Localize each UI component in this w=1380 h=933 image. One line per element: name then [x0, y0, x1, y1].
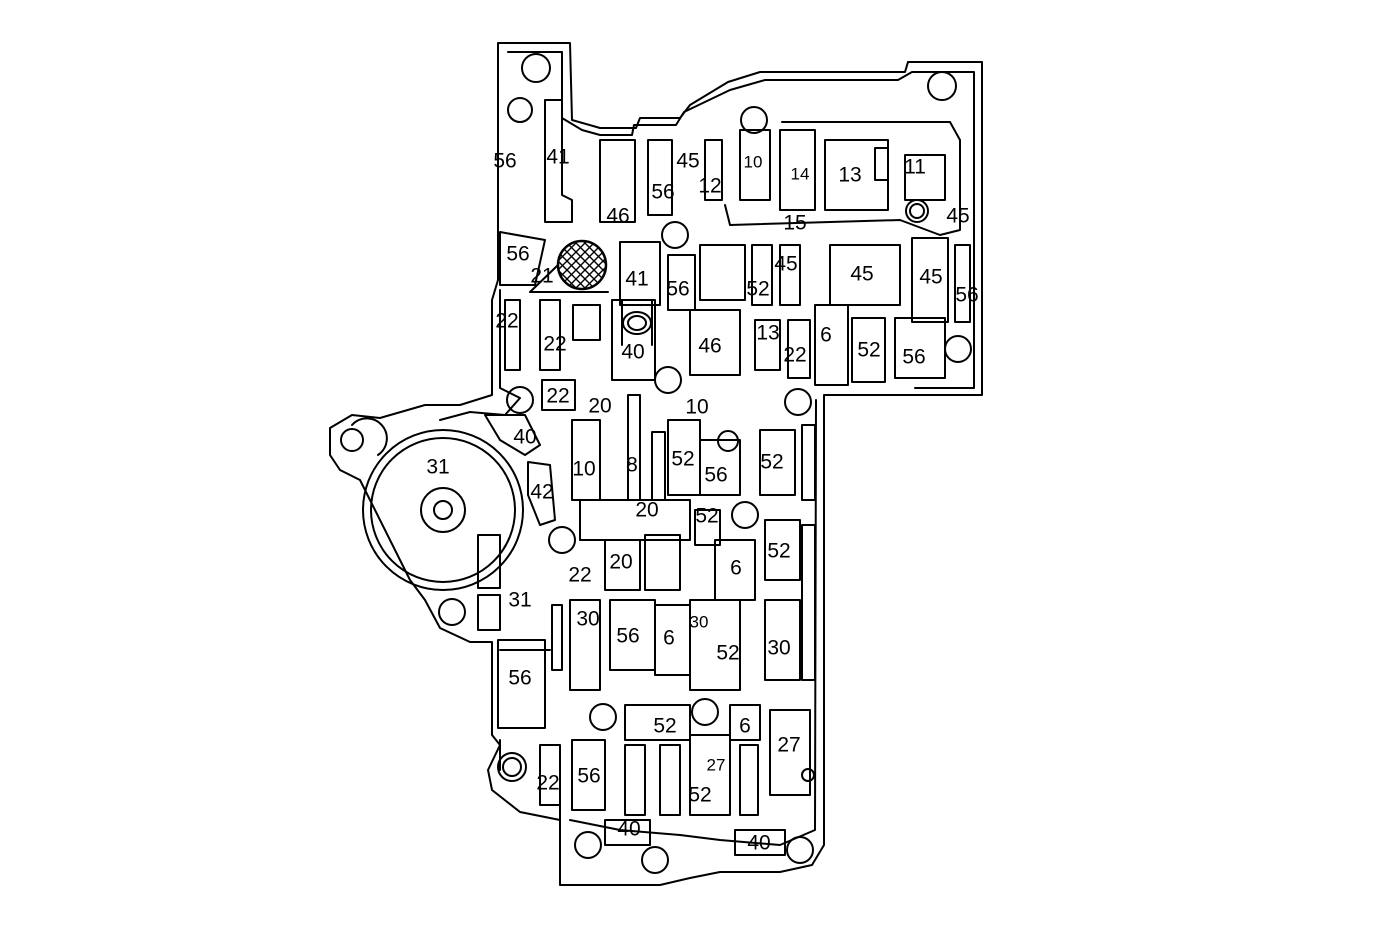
label-20: 20 — [609, 551, 632, 574]
label-42: 42 — [530, 481, 553, 504]
label-56: 56 — [651, 181, 674, 204]
label-40: 40 — [747, 832, 770, 855]
label-21: 21 — [530, 265, 553, 288]
label-14: 14 — [791, 164, 810, 183]
label-13: 13 — [756, 322, 779, 345]
label-40: 40 — [617, 818, 640, 841]
label-30: 30 — [576, 608, 599, 631]
label-56: 56 — [577, 765, 600, 788]
label-22: 22 — [495, 310, 518, 333]
label-8: 8 — [626, 454, 638, 477]
label-6: 6 — [730, 557, 742, 580]
label-12: 12 — [698, 175, 721, 198]
label-56: 56 — [616, 625, 639, 648]
label-46: 46 — [606, 205, 629, 228]
label-20: 20 — [635, 499, 658, 522]
label-40: 40 — [513, 426, 536, 449]
label-22: 22 — [543, 333, 566, 356]
label-52: 52 — [760, 451, 783, 474]
label-15: 15 — [783, 212, 806, 235]
label-10: 10 — [572, 458, 595, 481]
label-52: 52 — [653, 715, 676, 738]
label-52: 52 — [688, 784, 711, 807]
label-6: 6 — [820, 324, 832, 347]
label-41: 41 — [625, 268, 648, 291]
fluid-channels — [484, 99, 971, 856]
label-45: 45 — [946, 205, 969, 228]
label-45: 45 — [850, 263, 873, 286]
label-46: 46 — [698, 335, 721, 358]
label-52: 52 — [695, 505, 718, 528]
orifice — [621, 299, 653, 346]
label-40: 40 — [621, 341, 644, 364]
label-45: 45 — [774, 253, 797, 276]
label-30: 30 — [690, 612, 709, 631]
label-52: 52 — [767, 540, 790, 563]
label-56: 56 — [508, 667, 531, 690]
label-31: 31 — [426, 456, 449, 479]
passage-labels: 56 41 46 45 56 12 10 14 13 11 15 45 56 2… — [426, 146, 978, 855]
label-22: 22 — [783, 344, 806, 367]
label-22: 22 — [546, 385, 569, 408]
label-56: 56 — [955, 284, 978, 307]
label-27: 27 — [777, 734, 800, 757]
checkball — [529, 239, 609, 293]
label-20: 20 — [588, 395, 611, 418]
label-10: 10 — [744, 152, 763, 171]
label-10: 10 — [685, 396, 708, 419]
label-52: 52 — [857, 339, 880, 362]
label-22: 22 — [568, 564, 591, 587]
label-22: 22 — [536, 772, 559, 795]
label-56: 56 — [493, 150, 516, 173]
label-13: 13 — [838, 164, 861, 187]
label-56: 56 — [902, 346, 925, 369]
label-27: 27 — [707, 755, 726, 774]
label-30: 30 — [767, 637, 790, 660]
label-6: 6 — [663, 627, 675, 650]
label-41: 41 — [546, 146, 569, 169]
label-52: 52 — [746, 278, 769, 301]
accumulator-bore — [340, 417, 524, 631]
label-11: 11 — [904, 156, 926, 179]
label-52: 52 — [716, 642, 739, 665]
label-56: 56 — [704, 464, 727, 487]
label-31: 31 — [508, 589, 531, 612]
label-56: 56 — [506, 243, 529, 266]
label-6: 6 — [739, 715, 751, 738]
label-45: 45 — [919, 266, 942, 289]
label-52: 52 — [671, 448, 694, 471]
label-45: 45 — [676, 150, 699, 173]
label-56: 56 — [666, 278, 689, 301]
bolt-holes — [438, 53, 972, 874]
